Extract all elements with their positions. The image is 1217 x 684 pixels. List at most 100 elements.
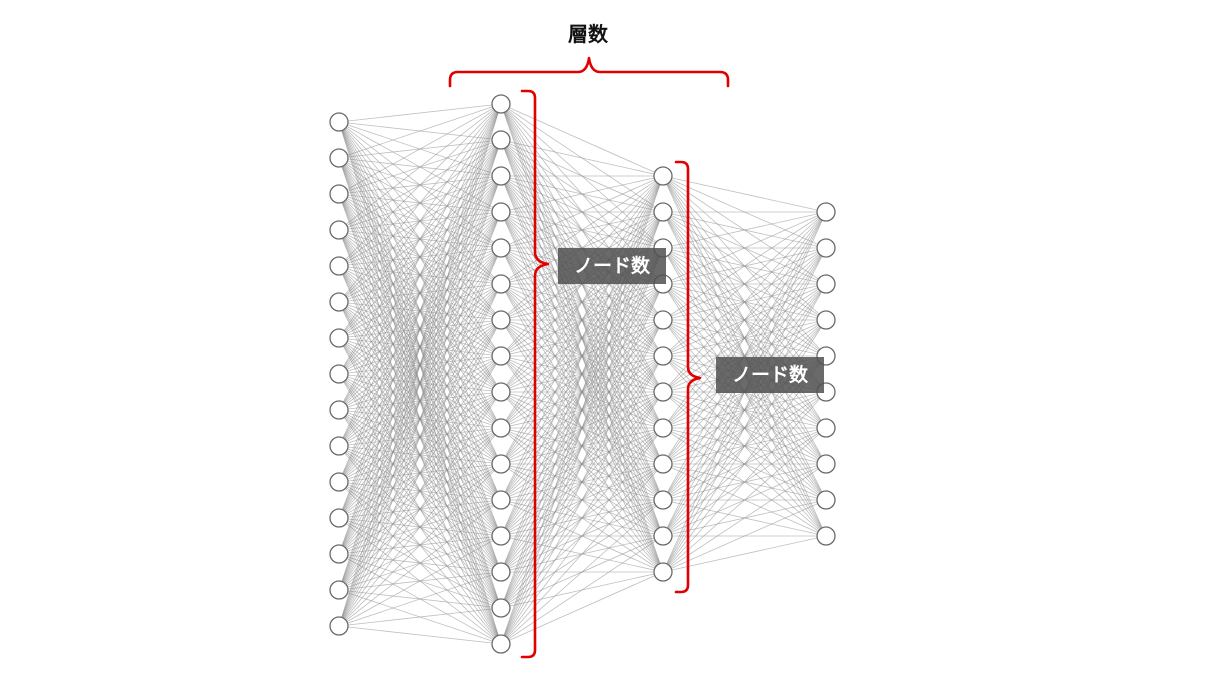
node-layer1-4 xyxy=(329,220,349,240)
edge-l1-15-to-l2-10 xyxy=(338,427,502,627)
node-layer4-9 xyxy=(816,490,836,510)
node-layer1-12 xyxy=(329,508,349,528)
node-layer2-5 xyxy=(491,238,511,258)
node-count-brace-2 xyxy=(674,160,702,594)
edge-l3-12-to-l4-7 xyxy=(662,427,827,573)
edge-l2-16-to-l3-3 xyxy=(500,247,664,645)
edge-l1-15-to-l2-11 xyxy=(338,463,502,627)
node-layer4-4 xyxy=(816,310,836,330)
edge-l1-11-to-l2-1 xyxy=(338,103,502,483)
node-layer2-13 xyxy=(491,526,511,546)
node-layer4-8 xyxy=(816,454,836,474)
edge-l1-15-to-l2-1 xyxy=(338,103,502,627)
node-layer1-15 xyxy=(329,616,349,636)
edge-l1-15-to-l2-5 xyxy=(338,247,502,627)
node-layer2-2 xyxy=(491,130,511,150)
edge-l3-7-to-l4-1 xyxy=(662,211,827,393)
edge-l3-12-to-l4-8 xyxy=(662,463,827,573)
node-layer2-14 xyxy=(491,562,511,582)
node-layer4-10 xyxy=(816,526,836,546)
edge-l2-16-to-l3-4 xyxy=(500,283,664,645)
edge-l1-15-to-l2-6 xyxy=(338,283,502,627)
node-layer3-10 xyxy=(653,490,673,510)
edge-l3-12-to-l4-3 xyxy=(662,283,827,573)
node-layer3-6 xyxy=(653,346,673,366)
edge-l1-2-to-l2-1 xyxy=(338,103,502,159)
edge-l2-16-to-l3-9 xyxy=(500,463,664,645)
node-layer3-8 xyxy=(653,418,673,438)
edge-l3-1-to-l4-1 xyxy=(662,175,827,213)
edge-l1-15-to-l2-9 xyxy=(338,391,502,627)
edge-l1-5-to-l2-1 xyxy=(338,103,502,267)
edge-l3-12-to-l4-9 xyxy=(662,499,827,573)
edge-l3-3-to-l4-1 xyxy=(662,211,827,249)
node-layer4-1 xyxy=(816,202,836,222)
edge-l2-1-to-l3-1 xyxy=(500,103,664,177)
edge-l2-16-to-l3-11 xyxy=(500,535,664,645)
node-layer3-9 xyxy=(653,454,673,474)
edge-l2-13-to-l3-1 xyxy=(500,175,664,537)
node-layer3-1 xyxy=(653,166,673,186)
edge-l2-16-to-l3-7 xyxy=(500,391,664,645)
edge-l3-4-to-l4-1 xyxy=(662,211,827,285)
edge-l2-5-to-l3-1 xyxy=(500,175,664,249)
node-count-brace-1 xyxy=(520,89,550,659)
node-layer1-11 xyxy=(329,472,349,492)
node-layer2-15 xyxy=(491,598,511,618)
edge-l2-16-to-l3-6 xyxy=(500,355,664,645)
edge-l3-5-to-l4-1 xyxy=(662,211,827,321)
node-layer1-14 xyxy=(329,580,349,600)
node-layer3-2 xyxy=(653,202,673,222)
node-layer1-13 xyxy=(329,544,349,564)
edge-l2-16-to-l3-12 xyxy=(500,571,664,645)
node-layer4-3 xyxy=(816,274,836,294)
node-layer1-5 xyxy=(329,256,349,276)
node-layer2-8 xyxy=(491,346,511,366)
edge-l3-12-to-l4-2 xyxy=(662,247,827,573)
edge-l3-12-to-l4-10 xyxy=(662,535,827,573)
node-layer1-8 xyxy=(329,364,349,384)
node-layer1-7 xyxy=(329,328,349,348)
layers-brace xyxy=(448,56,730,88)
node-count-label-1: ノード数 xyxy=(558,248,666,284)
node-layer3-7 xyxy=(653,382,673,402)
edge-l1-6-to-l2-1 xyxy=(338,103,502,303)
node-layer2-6 xyxy=(491,274,511,294)
edge-l2-11-to-l3-1 xyxy=(500,175,664,465)
edge-l1-7-to-l2-1 xyxy=(338,103,502,339)
edge-l1-13-to-l2-1 xyxy=(338,103,502,555)
node-layer2-10 xyxy=(491,418,511,438)
edge-l1-15-to-l2-8 xyxy=(338,355,502,627)
node-layer1-2 xyxy=(329,148,349,168)
edge-l1-14-to-l2-1 xyxy=(338,103,502,591)
edge-l2-16-to-l3-8 xyxy=(500,427,664,645)
edge-l1-15-to-l2-14 xyxy=(338,571,502,627)
node-layer3-5 xyxy=(653,310,673,330)
edge-l2-16-to-l3-5 xyxy=(500,319,664,645)
node-layer1-1 xyxy=(329,112,349,132)
edge-l1-4-to-l2-1 xyxy=(338,103,502,231)
node-layer4-7 xyxy=(816,418,836,438)
node-count-label-2: ノード数 xyxy=(716,357,824,393)
node-layer2-9 xyxy=(491,382,511,402)
edge-l1-9-to-l2-1 xyxy=(338,103,502,411)
edge-l1-15-to-l2-12 xyxy=(338,499,502,627)
node-layer1-6 xyxy=(329,292,349,312)
edge-l3-10-to-l4-1 xyxy=(662,211,827,501)
node-layer4-2 xyxy=(816,238,836,258)
layers-label: 層数 xyxy=(568,22,608,46)
node-layer2-16 xyxy=(491,634,511,654)
node-layer1-3 xyxy=(329,184,349,204)
edge-l1-15-to-l2-7 xyxy=(338,319,502,627)
edge-l2-9-to-l3-1 xyxy=(500,175,664,393)
edge-l3-12-to-l4-6 xyxy=(662,391,827,573)
edge-l1-12-to-l2-1 xyxy=(338,103,502,519)
red-braces xyxy=(448,56,730,659)
edge-l3-8-to-l4-1 xyxy=(662,211,827,429)
edge-l1-15-to-l2-16 xyxy=(338,625,502,645)
edge-l2-12-to-l3-1 xyxy=(500,175,664,501)
node-layer2-11 xyxy=(491,454,511,474)
edge-l1-15-to-l2-15 xyxy=(338,607,502,627)
node-layer2-12 xyxy=(491,490,511,510)
